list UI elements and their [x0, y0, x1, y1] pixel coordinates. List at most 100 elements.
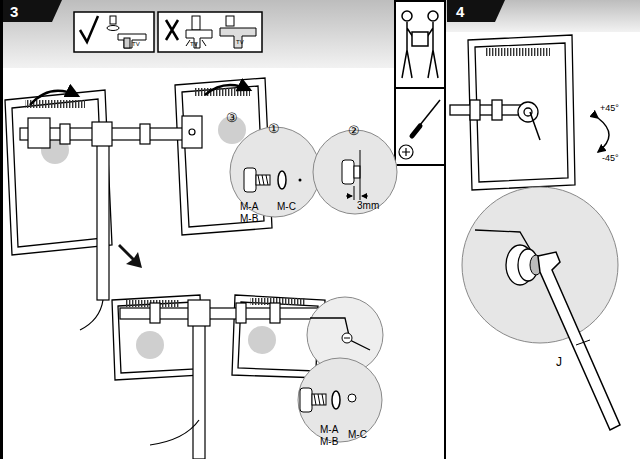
zoom-circle-2-part [362, 196, 368, 197]
angle-label: +45° [600, 104, 619, 113]
upper-left-monitor-part [30, 91, 78, 105]
panel4-monitor-part [450, 105, 525, 115]
step-number: 3 [10, 4, 18, 19]
zoom-circle-2-part [313, 130, 397, 214]
zoom-circle-2-part [346, 196, 352, 197]
lower-monitors-part [136, 331, 164, 359]
part-label: M-B [320, 437, 338, 447]
icon-boxes-part [118, 34, 146, 48]
zoom-circle-4-part [348, 394, 356, 402]
zoom-circle-1-part [256, 175, 270, 185]
lower-arm-and-pole-part [270, 303, 280, 323]
upper-arm-and-pole-part [28, 118, 50, 148]
upper-left-monitor-part [5, 90, 112, 255]
panel4-monitor-part [470, 100, 480, 120]
people-icon [402, 11, 438, 78]
lower-arm-and-pole-part [150, 420, 199, 445]
upper-left-monitor-part [12, 99, 104, 247]
callout-number: ② [348, 124, 360, 137]
zoom-circle-2-part [342, 160, 354, 184]
zoom-circle-1-part [278, 171, 286, 189]
part-label: J [556, 356, 562, 368]
part-label: M-C [348, 430, 367, 440]
lower-arm-and-pole-part [193, 312, 205, 459]
panel4-monitor-part [492, 100, 502, 120]
zoom-circle-3-part [310, 318, 370, 350]
people-icon-part [428, 11, 438, 21]
part-label: M-B [240, 214, 258, 224]
lower-arm-and-pole-part [188, 300, 210, 326]
dimension-label: 3mm [357, 201, 379, 211]
zoom-circle-4-part [298, 358, 382, 442]
part-label: M-A [240, 202, 258, 212]
screwdriver-icon-part [402, 148, 410, 156]
upper-right-monitor-part [205, 85, 250, 95]
panel-borders-part [395, 87, 445, 89]
upper-arm-and-pole-part [189, 129, 195, 135]
allen-key [538, 252, 620, 430]
zoom-circle-4-part [300, 388, 312, 412]
icon-boxes-part [107, 26, 119, 31]
zoom-circle-1-part [299, 179, 302, 182]
upper-arm-and-pole-part [80, 300, 103, 330]
panel4-monitor-part [518, 102, 538, 122]
upper-left-monitor [5, 90, 112, 255]
screwdriver-icon [399, 100, 440, 159]
zoom-circle-3-part [342, 333, 352, 343]
zoom-circle-1-part [244, 168, 256, 192]
icon-boxes-part [192, 16, 200, 30]
people-icon-part [412, 32, 428, 46]
zoom-circle-2-part [360, 150, 361, 200]
zoom-circle-4-part [332, 391, 340, 409]
people-icon-part [425, 22, 438, 78]
icon-boxes-part [80, 16, 98, 42]
lower-monitors [112, 295, 325, 380]
screwdriver-icon-part [399, 145, 413, 159]
panel-borders-part [0, 0, 3, 459]
icon-boxes-part [158, 12, 262, 52]
step-number: 4 [456, 4, 464, 19]
upper-arm-and-pole-part [140, 124, 150, 144]
panel-borders-part [395, 1, 445, 165]
panel4-monitor [450, 35, 609, 190]
callout-number: ③ [226, 111, 238, 124]
icon-boxes-part [124, 38, 130, 48]
icon-boxes-part [186, 30, 212, 48]
zoom-circle-3-part [344, 338, 350, 339]
zoom-circle-2-part [354, 186, 355, 200]
header-bands-part [447, 0, 505, 22]
upper-arm-and-pole-part [60, 124, 70, 144]
icon-text: TV [236, 39, 244, 45]
icon-text: TV [132, 41, 140, 47]
upper-right-monitor-part [195, 88, 250, 96]
icon-boxes-part [74, 12, 154, 52]
zoom-circle-1-part [230, 127, 320, 217]
zoom-circle-4-part [312, 394, 326, 405]
people-icon-part [402, 22, 415, 78]
header-bands-part [0, 0, 62, 22]
allen-key-part [576, 340, 590, 345]
panel4-monitor-part [485, 48, 550, 56]
panel-borders [2, 0, 446, 459]
part-label: M-A [320, 425, 338, 435]
icon-boxes-part [186, 40, 206, 48]
zoom-circle-1-part [258, 175, 268, 185]
step-arrow-part [118, 244, 142, 268]
lower-monitors-part [248, 326, 276, 354]
upper-arm-and-pole-part [92, 122, 112, 146]
part-label: M-C [277, 202, 296, 212]
upper-arm-and-pole-part [97, 140, 109, 300]
lower-arm-and-pole-part [150, 303, 160, 323]
icon-boxes-part [220, 28, 256, 48]
panel4-monitor-part [598, 118, 609, 152]
upper-arm-and-pole-part [182, 116, 202, 148]
zoom-circle-4 [298, 358, 382, 442]
zoom-circle-1 [230, 127, 320, 217]
icon-boxes-part [226, 16, 234, 26]
icon-boxes-part [166, 20, 178, 40]
allen-key-part [538, 252, 620, 430]
icon-boxes [74, 12, 262, 52]
step-arrow [118, 244, 142, 268]
